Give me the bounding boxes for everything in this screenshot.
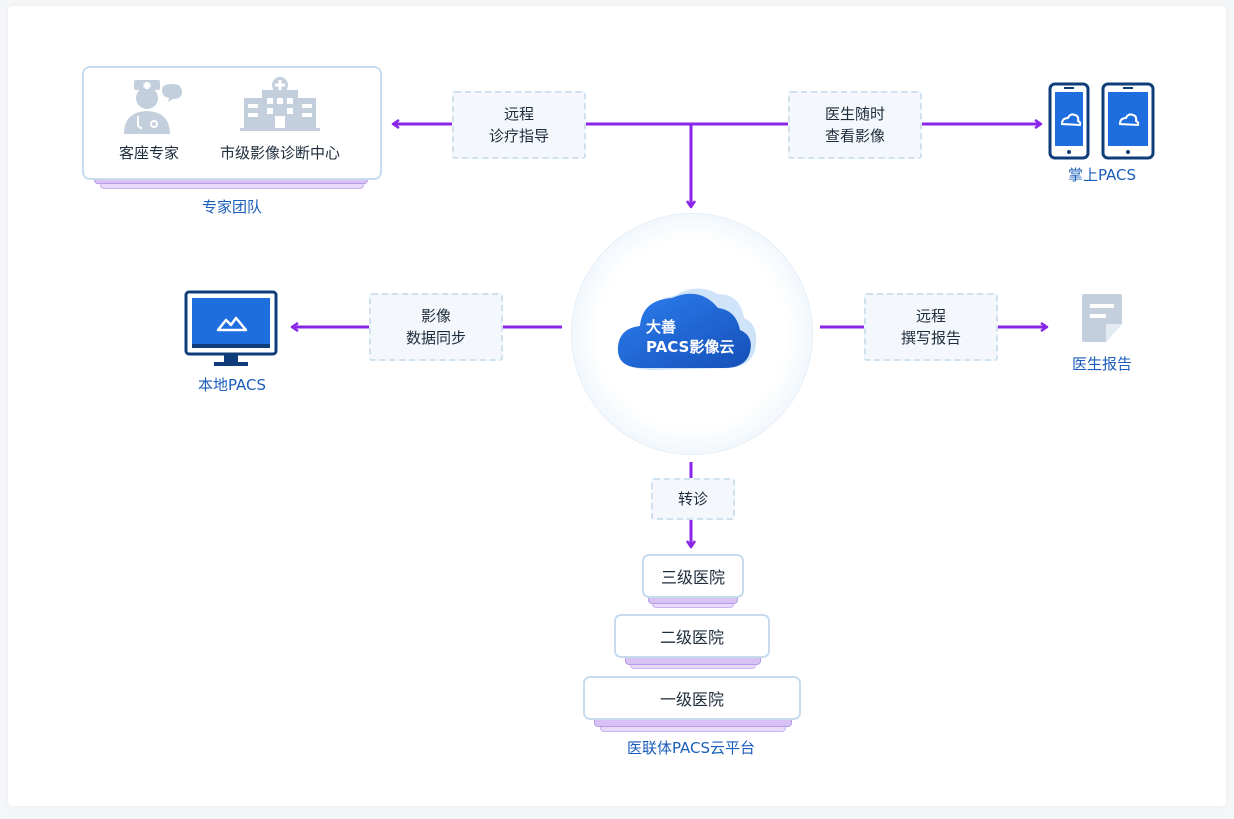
- referral-label: 转诊: [677, 490, 708, 508]
- doctor-report-label: 医生报告: [1071, 355, 1132, 373]
- remote-report-line2: 撰写报告: [900, 329, 961, 347]
- remote-report-box: 远程 撰写报告: [864, 293, 998, 361]
- center-title-line1: 大善: [646, 318, 677, 336]
- mobile-pacs-label: 掌上PACS: [1067, 166, 1137, 184]
- guest-expert-label: 客座专家: [118, 144, 179, 162]
- cloud-icon: [617, 288, 757, 370]
- hospital-platform-caption: 医联体PACS云平台: [626, 739, 756, 757]
- doctor-view-box: 医生随时 查看影像: [788, 91, 922, 159]
- tier-hospital-3-label: 三级医院: [660, 568, 725, 587]
- image-sync-line2: 数据同步: [405, 329, 466, 347]
- tier-hospital-3: 三级医院: [642, 554, 744, 598]
- center-title-line2: PACS影像云: [646, 338, 735, 356]
- monitor-icon: [184, 290, 278, 366]
- remote-guidance-box: 远程 诊疗指导: [452, 91, 586, 159]
- city-imaging-center-label: 市级影像诊断中心: [219, 144, 340, 162]
- doctor-view-line2: 查看影像: [824, 127, 885, 145]
- doctor-view-line1: 医生随时: [824, 105, 885, 123]
- referral-box: 转诊: [651, 478, 735, 520]
- remote-guidance-line2: 诊疗指导: [488, 127, 549, 145]
- tier-hospital-2-label: 二级医院: [659, 628, 724, 647]
- document-icon: [1082, 294, 1122, 342]
- doctor-icon: [124, 80, 182, 134]
- image-sync-box: 影像 数据同步: [369, 293, 503, 361]
- remote-guidance-line1: 远程: [503, 105, 534, 123]
- hospital-icon: [240, 77, 320, 131]
- expert-team-caption: 专家团队: [201, 198, 262, 216]
- tier-hospital-1-label: 一级医院: [659, 690, 724, 709]
- mobile-phones-icon: [1048, 82, 1155, 160]
- image-sync-line1: 影像: [420, 307, 451, 325]
- local-pacs-label: 本地PACS: [197, 376, 267, 394]
- remote-report-line1: 远程: [915, 307, 946, 325]
- expert-team-box: 客座专家 市级影像诊断中心: [82, 66, 382, 180]
- tier-hospital-2: 二级医院: [614, 614, 770, 658]
- tier-hospital-1: 一级医院: [583, 676, 801, 720]
